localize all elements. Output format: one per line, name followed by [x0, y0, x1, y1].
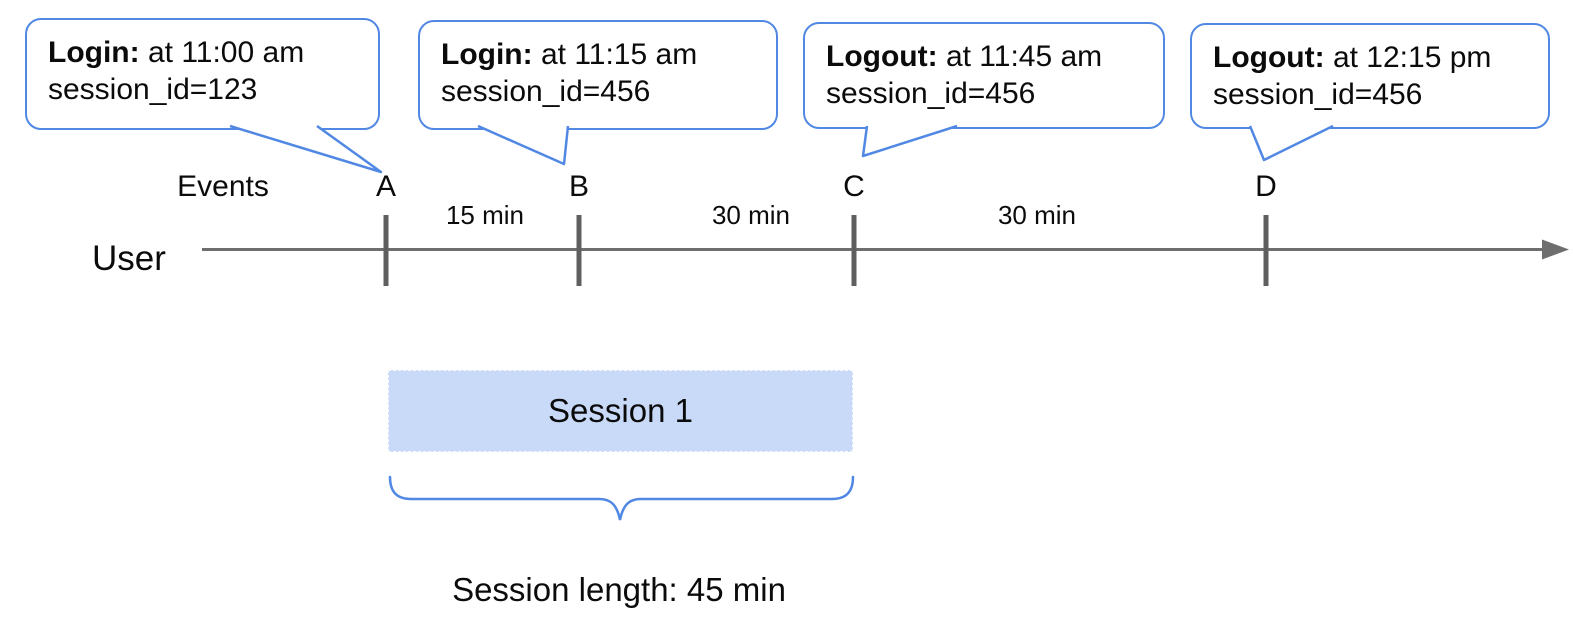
event-type-label: Logout:: [826, 40, 938, 73]
callout-tail-d: [1248, 124, 1334, 162]
callout-tail-b: [477, 124, 570, 166]
event-type-label: Logout:: [1213, 41, 1325, 74]
session-1-label: Session 1: [548, 392, 693, 429]
callout-bubble-logout-c: Logout: at 11:45 am session_id=456: [803, 22, 1165, 129]
event-tick-a: [383, 215, 389, 286]
session-length-brace: [388, 475, 855, 521]
callout-line-1: Login: at 11:15 am: [441, 36, 758, 73]
callout-bubble-login-b: Login: at 11:15 am session_id=456: [418, 20, 778, 130]
callout-line-2: session_id=456: [441, 75, 651, 108]
interval-label-ab: 15 min: [445, 200, 525, 230]
event-tick-b: [576, 215, 582, 286]
callout-line-2: session_id=456: [1213, 78, 1423, 111]
callout-line-2: session_id=123: [48, 73, 258, 106]
callout-line-1: Logout: at 11:45 am: [826, 38, 1145, 75]
event-marker-a: A: [375, 170, 396, 203]
callout-bubble-logout-d: Logout: at 12:15 pm session_id=456: [1190, 23, 1550, 129]
callout-tail-a: [229, 124, 383, 174]
callout-line-1: Logout: at 12:15 pm: [1213, 39, 1530, 76]
callout-bubble-login-a: Login: at 11:00 am session_id=123: [25, 18, 380, 130]
event-time-text: at 12:15 pm: [1324, 41, 1492, 74]
session-1-box: Session 1: [388, 370, 853, 452]
session-length-caption: Session length: 45 min: [452, 571, 786, 608]
timeline-arrowhead-icon: [1542, 239, 1569, 260]
event-type-label: Login:: [441, 38, 533, 71]
event-time-text: at 11:00 am: [139, 36, 305, 69]
user-row-label: User: [92, 239, 166, 278]
event-tick-c: [851, 215, 857, 286]
event-marker-c: C: [843, 170, 865, 203]
event-marker-b: B: [568, 170, 589, 203]
event-time-text: at 11:15 am: [532, 38, 698, 71]
callout-line-1: Login: at 11:00 am: [48, 34, 360, 71]
event-type-label: Login:: [48, 36, 140, 69]
callout-line-2: session_id=456: [826, 77, 1036, 110]
interval-label-bc: 30 min: [711, 200, 791, 230]
events-row-label: Events: [177, 170, 269, 203]
event-marker-d: D: [1255, 170, 1277, 203]
event-tick-d: [1263, 215, 1269, 286]
interval-label-cd: 30 min: [997, 200, 1077, 230]
callout-tail-c: [861, 124, 958, 158]
event-time-text: at 11:45 am: [937, 40, 1103, 73]
